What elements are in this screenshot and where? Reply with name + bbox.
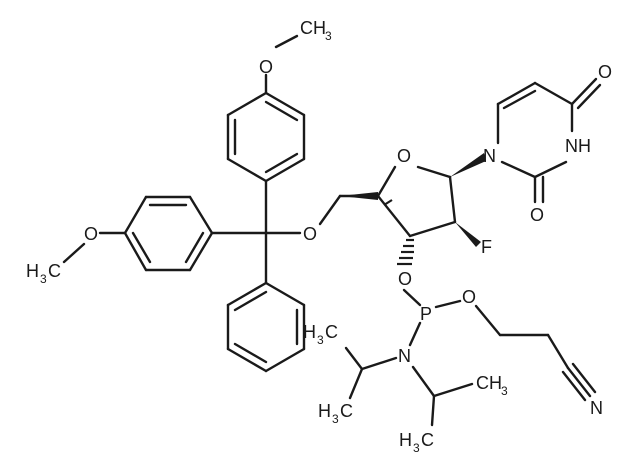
bond-ipr2-to-ch3b [430, 394, 436, 427]
bond-p-to-n [408, 321, 422, 347]
trityl-center-bonds [210, 179, 302, 285]
bond-n-to-ch-ipr2 [411, 365, 436, 398]
bond-ipr2-to-ch3a [432, 382, 474, 398]
atom-nh: NH [565, 136, 591, 156]
atom-h3c-left-c: C [48, 261, 61, 281]
bottom-phenyl-ring [226, 281, 306, 373]
atom-n1: N [483, 146, 496, 166]
bond-cn-triple-3 [571, 362, 597, 394]
bond-n-to-ch-ipr1 [360, 356, 398, 371]
atom-ipr2-ch3-sub: 3 [501, 384, 508, 398]
atom-o-ring: O [397, 146, 411, 166]
bond-o-to-ch3-top [274, 34, 299, 49]
atom-o-methoxy-top: O [259, 57, 273, 77]
hash-c3-o [397, 238, 414, 266]
atom-o-carbonyl-2: O [530, 205, 544, 225]
wedge-c4-ch2 [340, 192, 378, 200]
wedge-c2-f [455, 222, 481, 247]
top-methoxyphenyl-ring [226, 91, 306, 183]
atom-ipr2-ch3: CH [476, 373, 502, 393]
bond-c4-o [570, 77, 598, 106]
bond-p-to-o2 [434, 299, 462, 309]
atom-ipr2-h3c-h: H [399, 430, 412, 450]
bond-o-to-p [402, 288, 422, 307]
bond-ch2b-to-cn [546, 333, 570, 370]
bond-cn-triple-1 [566, 366, 592, 398]
atom-o-ether: O [303, 224, 317, 244]
bond-o-to-ch2a [474, 304, 502, 337]
atom-o-methoxy-left: O [84, 224, 98, 244]
atom-o-phos: O [398, 269, 412, 289]
bond-cn-triple-2 [561, 370, 587, 402]
atom-h3c-left-sub: 3 [40, 272, 47, 286]
sugar-ring [376, 165, 457, 238]
bond-ipr1-to-ch3a [344, 346, 364, 371]
bond-ipr1-to-ch3b [348, 367, 364, 400]
atom-ipr1-h3c-a-c: C [325, 322, 338, 342]
uracil-ring [496, 81, 574, 179]
wedge-c1-n1 [450, 153, 486, 177]
bond-c4-o-double [576, 83, 602, 110]
atom-ch3-top: CH [300, 18, 326, 38]
bond-o-to-ch3-left [62, 242, 86, 264]
atom-ipr1-h3c-b-sub: 3 [332, 412, 339, 426]
bond-o-to-ch2 [318, 194, 342, 226]
atom-n-amine: N [398, 346, 411, 366]
atom-p: P [420, 304, 432, 324]
atom-ipr1-h3c-a-sub: 3 [317, 333, 324, 347]
left-methoxyphenyl-ring [123, 195, 214, 272]
atom-ipr2-h3c-sub: 3 [413, 441, 420, 455]
atom-h3c-left-h: H [26, 261, 39, 281]
atom-ipr1-h3c-b-c: C [340, 401, 353, 421]
atom-nitrile-n: N [590, 398, 603, 418]
atom-ch3-top-sub: 3 [325, 29, 332, 43]
atom-ipr2-h3c-c: C [421, 430, 434, 450]
atom-f: F [481, 237, 492, 257]
hash-c4-c3 [383, 199, 393, 206]
atom-ipr1-h3c-b-h: H [318, 401, 331, 421]
atom-o-carbonyl-4: O [598, 62, 612, 82]
atom-ipr1-h3c-a-h: H [303, 322, 316, 342]
atom-o-cyanoethyl: O [462, 287, 476, 307]
